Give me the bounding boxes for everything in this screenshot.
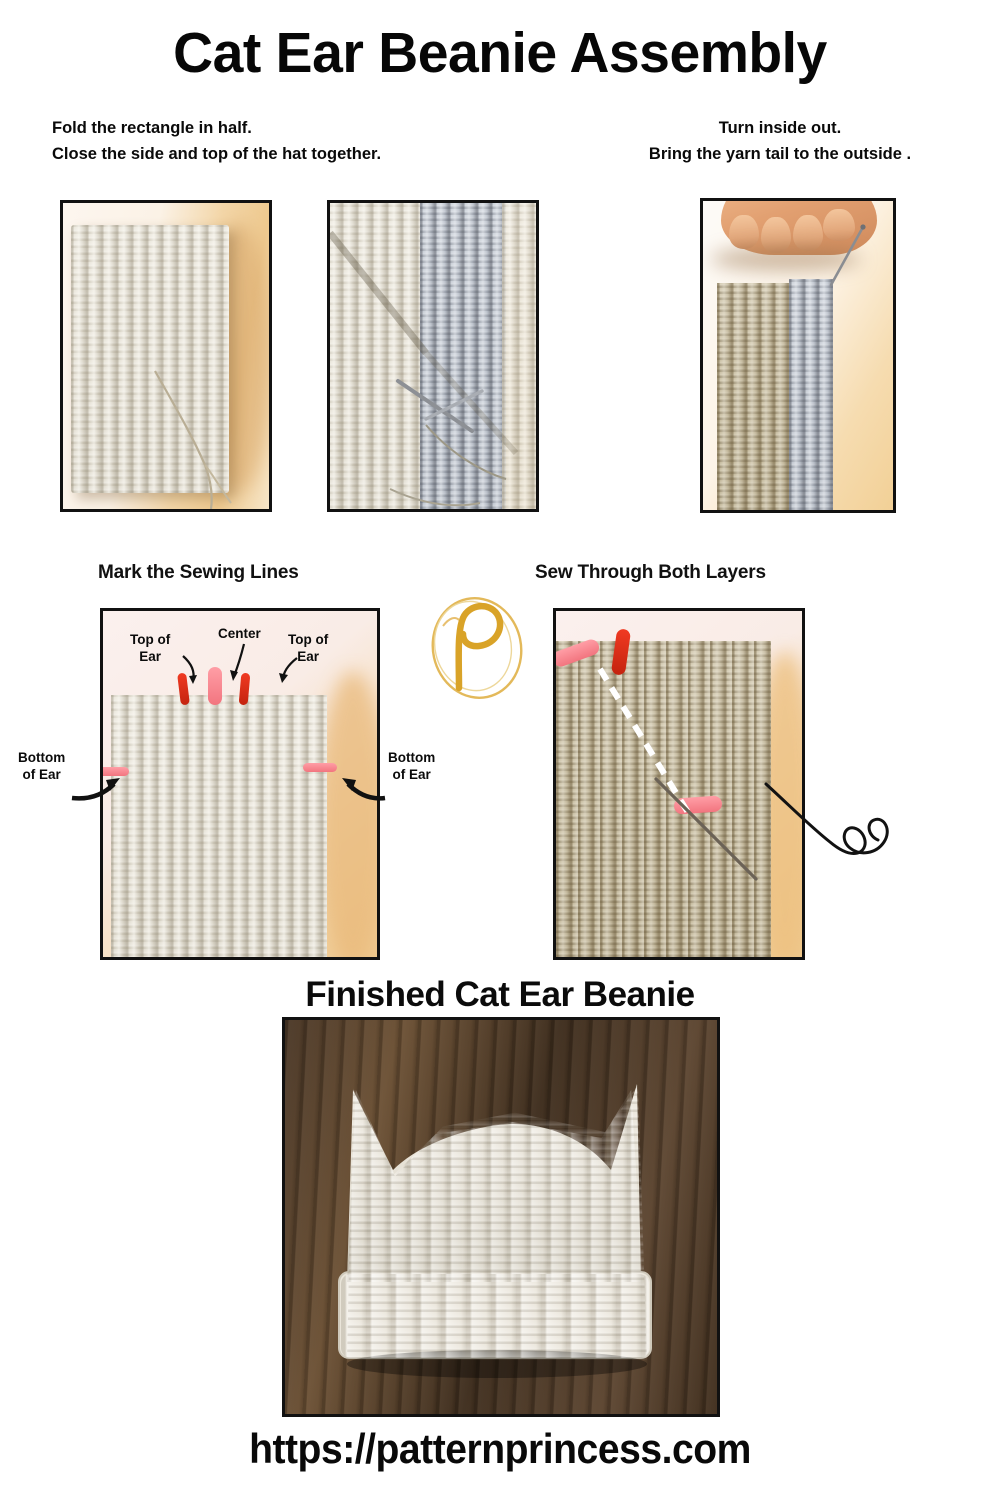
photo-mark-sewing-lines [100, 608, 380, 960]
heading-mark-sewing-lines: Mark the Sewing Lines [98, 562, 299, 583]
photo-finished-beanie [282, 1017, 720, 1417]
photo-folded-rectangle [60, 200, 272, 512]
heading-sew-both-layers: Sew Through Both Layers [535, 562, 766, 583]
heading-finished-beanie: Finished Cat Ear Beanie [305, 975, 695, 1014]
annotation-bottom-of-ear-left: Bottom of Ear [18, 750, 66, 782]
annotation-top-of-ear-left: Top of Ear [130, 632, 171, 664]
annotation-bottom-of-ear-right: Bottom of Ear [388, 750, 436, 782]
website-url[interactable]: https://patternprincess.com [249, 1425, 751, 1472]
caption-turn-inside-out: Turn inside out. Bring the yarn tail to … [648, 119, 912, 163]
annotation-top-of-ear-right: Top of Ear [288, 632, 329, 664]
caption-fold-rectangle: Fold the rectangle in half. Close the si… [52, 119, 382, 163]
pattern-princess-logo [415, 592, 535, 704]
photo-sew-both-layers [553, 608, 805, 960]
page-title: Cat Ear Beanie Assembly [173, 21, 827, 85]
photo-turn-inside-out [700, 198, 896, 513]
photo-seam-closeup [327, 200, 539, 512]
annotation-center: Center [218, 626, 261, 641]
